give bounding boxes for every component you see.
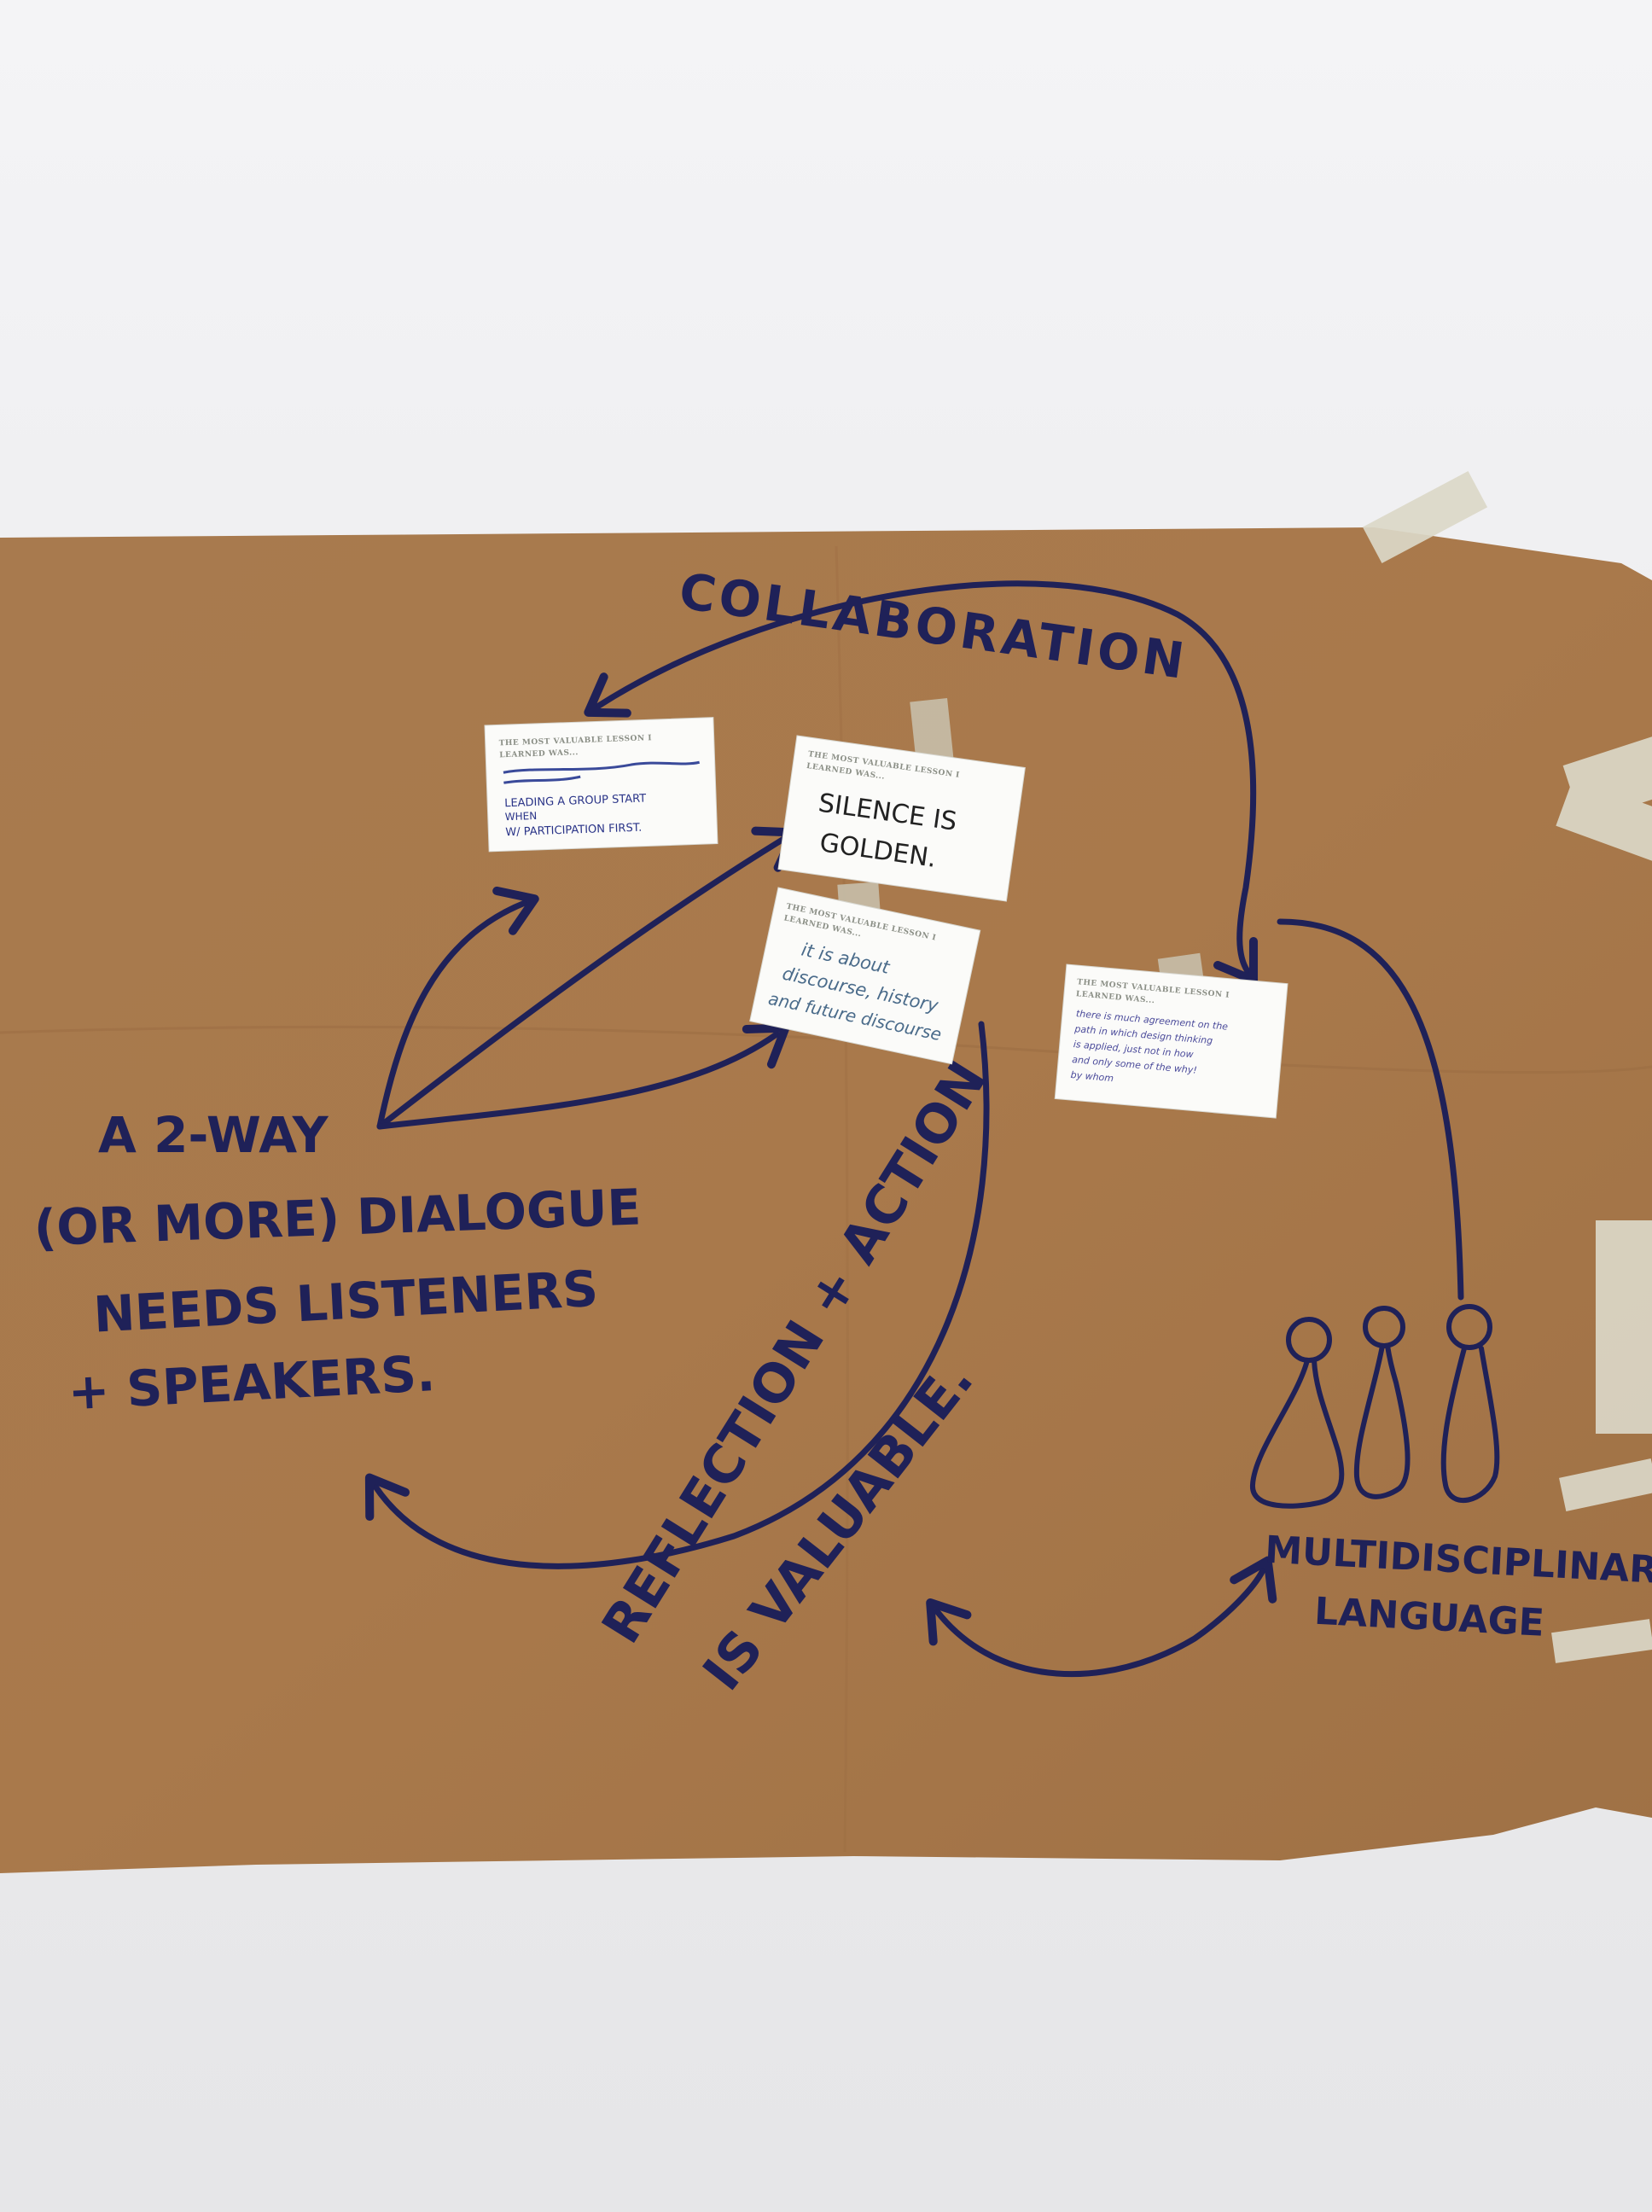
people-connector [1277,918,1464,1301]
dialogue-line-1: A 2-WAY [98,1106,329,1164]
people-figures-icon [1250,1304,1500,1509]
language-arrow [926,1556,1277,1678]
card-line: by whom [1070,1069,1114,1084]
arrow-to-card-1 [376,886,539,1130]
tape-strips [1362,470,1652,1663]
card-line: WHEN [505,810,538,823]
card-line: W/ PARTICIPATION FIRST. [505,822,642,840]
lesson-card-2: THE MOST VALUABLE LESSON I LEARNED WAS..… [777,735,1026,902]
scribble-out [503,760,701,784]
card-header-line: LEARNED WAS... [499,748,579,760]
arrow-to-card-2 [376,826,799,1130]
reflection-arc [364,1021,990,1569]
lesson-card-3: THE MOST VALUABLE LESSON I LEARNED WAS..… [749,887,981,1065]
card-line: LEADING A GROUP START [504,792,647,810]
collaboration-arc [584,580,1259,985]
lesson-card-1: THE MOST VALUABLE LESSON I LEARNED WAS..… [484,717,718,853]
lesson-card-4: THE MOST VALUABLE LESSON I LEARNED WAS..… [1054,963,1288,1119]
arrow-to-card-3 [376,1023,790,1130]
